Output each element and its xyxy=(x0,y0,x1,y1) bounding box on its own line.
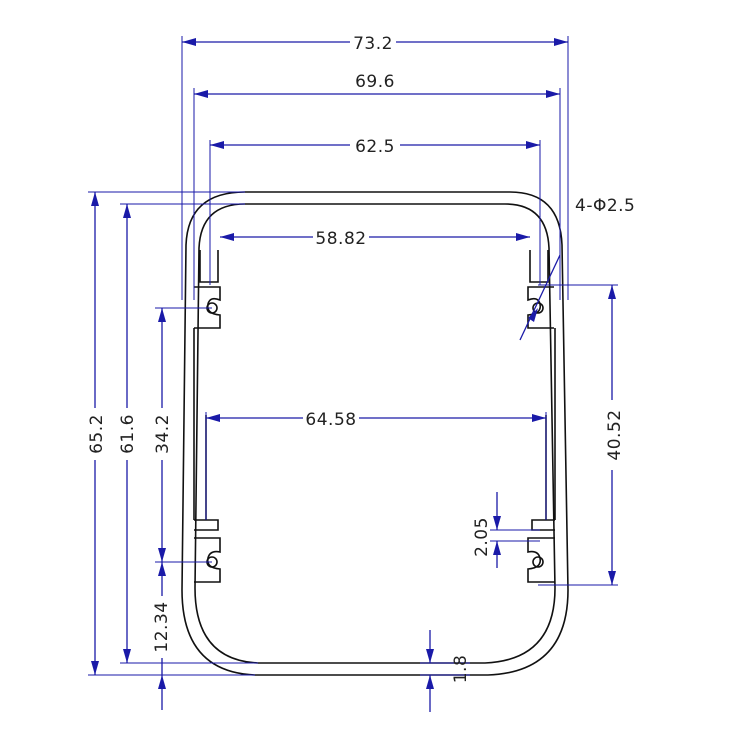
dimension-labels: 73.2 69.6 62.5 58.82 64.58 4-Φ2.5 65.2 6… xyxy=(86,30,635,683)
slot-bottom-left xyxy=(194,519,221,583)
dim-slot-offset-bottom: 12.34 xyxy=(152,601,172,652)
outer-wall-outline xyxy=(181,191,569,676)
inner-wall-outline xyxy=(194,203,556,664)
dim-overall-height: 65.2 xyxy=(87,414,107,454)
dim-mid-width: 64.58 xyxy=(305,410,356,430)
dim-hole-spec: 4-Φ2.5 xyxy=(575,196,635,216)
dim-slot-span-top: 62.5 xyxy=(355,137,395,157)
dim-inner-height: 61.6 xyxy=(118,414,138,454)
enclosure-profile xyxy=(181,191,569,676)
dim-inner-top-width: 58.82 xyxy=(315,229,366,249)
dim-slot-height-left: 34.2 xyxy=(153,414,173,454)
dim-slot-gap: 2.05 xyxy=(472,517,492,557)
dim-overall-width: 73.2 xyxy=(353,34,393,54)
slot-bottom-right xyxy=(527,519,555,583)
dim-wall-thickness: 1.8 xyxy=(451,655,471,684)
dim-slot-height-right: 40.52 xyxy=(605,409,625,460)
dim-inner-width: 69.6 xyxy=(355,72,395,92)
